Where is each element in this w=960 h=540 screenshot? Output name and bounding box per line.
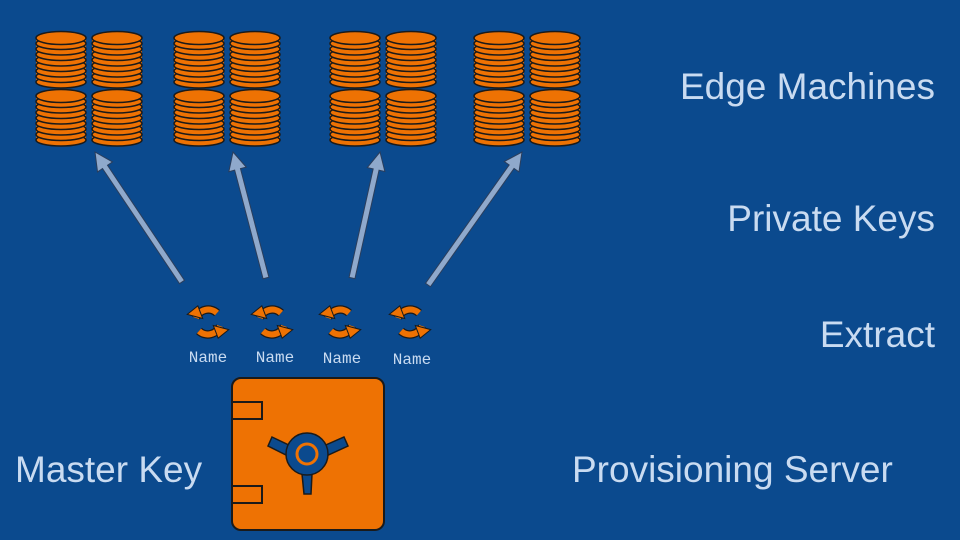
key-name-4: Name: [392, 351, 432, 369]
arrow-2: [228, 150, 270, 280]
coin-stack-icon: [173, 88, 225, 147]
coin-stack-icon: [35, 30, 87, 89]
sync-icon: [318, 304, 362, 340]
coin-stack-icon: [173, 30, 225, 89]
arrow-1: [94, 151, 186, 285]
extract-label: Extract: [819, 314, 935, 355]
coin-stack-icon: [229, 30, 281, 89]
master-key-label: Master Key: [15, 449, 203, 490]
edge-machine-2: [173, 30, 281, 147]
sync-icon: [250, 304, 294, 340]
coin-stack-icon: [329, 88, 381, 147]
sync-icon: [388, 304, 432, 340]
edge-machine-3: [329, 30, 437, 147]
arrow-3: [348, 150, 386, 280]
key-name-3: Name: [322, 350, 362, 368]
coin-stack-icon: [473, 88, 525, 147]
coin-stack-icon: [91, 88, 143, 147]
edge-machine-4: [473, 30, 581, 147]
coin-stack-icon: [329, 30, 381, 89]
key-name-2: Name: [255, 349, 295, 367]
edge-machines-label: Edge Machines: [679, 66, 935, 107]
sync-icon: [186, 304, 230, 340]
edge-machine-1: [35, 30, 143, 147]
coin-stack-icon: [91, 30, 143, 89]
coin-stack-icon: [529, 30, 581, 89]
vault-safe-icon: [231, 377, 385, 531]
coin-stack-icon: [229, 88, 281, 147]
provisioning-server-label: Provisioning Server: [572, 449, 893, 490]
coin-stack-icon: [385, 88, 437, 147]
private-keys-label: Private Keys: [727, 198, 935, 239]
coin-stack-icon: [35, 88, 87, 147]
key-name-1: Name: [188, 349, 228, 367]
arrow-4: [424, 151, 523, 288]
coin-stack-icon: [529, 88, 581, 147]
coin-stack-icon: [385, 30, 437, 89]
coin-stack-icon: [473, 30, 525, 89]
